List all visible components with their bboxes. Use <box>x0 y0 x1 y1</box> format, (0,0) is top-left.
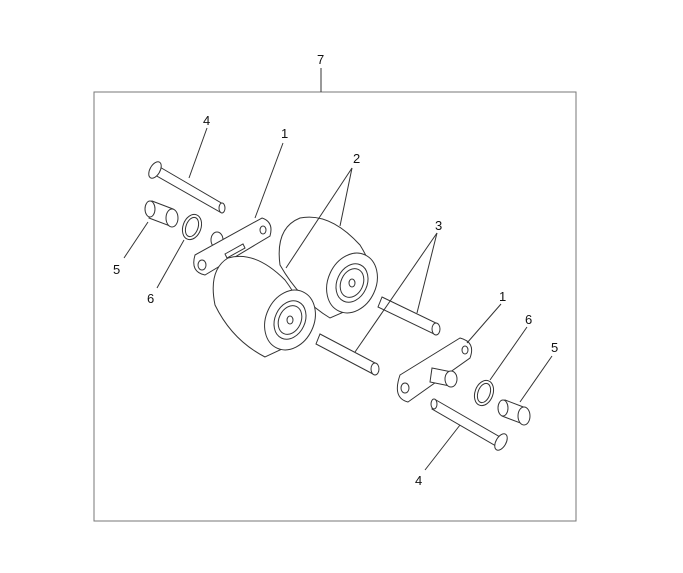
pin-top <box>148 161 226 214</box>
callout-1-right: 1 <box>499 289 506 304</box>
spacer-lower <box>315 333 380 376</box>
bracket-right <box>396 337 473 403</box>
leader-5-right <box>519 355 553 403</box>
roller-front <box>212 255 316 358</box>
callout-5-right: 5 <box>551 340 558 355</box>
washer-right <box>473 379 495 407</box>
bushing-left <box>144 200 179 228</box>
leader-5-left <box>123 221 149 259</box>
leader-1-right <box>466 303 502 344</box>
leader-4-bottom <box>424 424 461 471</box>
spacer-upper <box>377 296 441 336</box>
leader-2a <box>285 167 353 269</box>
bracket-left <box>193 217 272 276</box>
callout-5-left: 5 <box>113 262 120 277</box>
callout-7: 7 <box>317 52 324 67</box>
washer-left <box>181 213 203 241</box>
callout-4-bottom: 4 <box>415 473 422 488</box>
callout-6-right: 6 <box>525 312 532 327</box>
callout-4-top: 4 <box>203 113 210 128</box>
callout-6-left: 6 <box>147 291 154 306</box>
callout-2: 2 <box>353 151 360 166</box>
leader-3a <box>354 232 438 353</box>
bushing-right <box>497 399 531 426</box>
leader-2b <box>339 167 353 227</box>
leader-6-left <box>156 239 185 289</box>
assembly-frame <box>93 91 577 522</box>
leader-3b <box>416 232 438 314</box>
leader-4-top <box>188 127 208 179</box>
leader-1-left <box>254 142 284 219</box>
pin-bottom <box>430 398 508 451</box>
callout-1-left: 1 <box>281 126 288 141</box>
leader-6-right <box>489 326 528 381</box>
callout-3: 3 <box>435 218 442 233</box>
